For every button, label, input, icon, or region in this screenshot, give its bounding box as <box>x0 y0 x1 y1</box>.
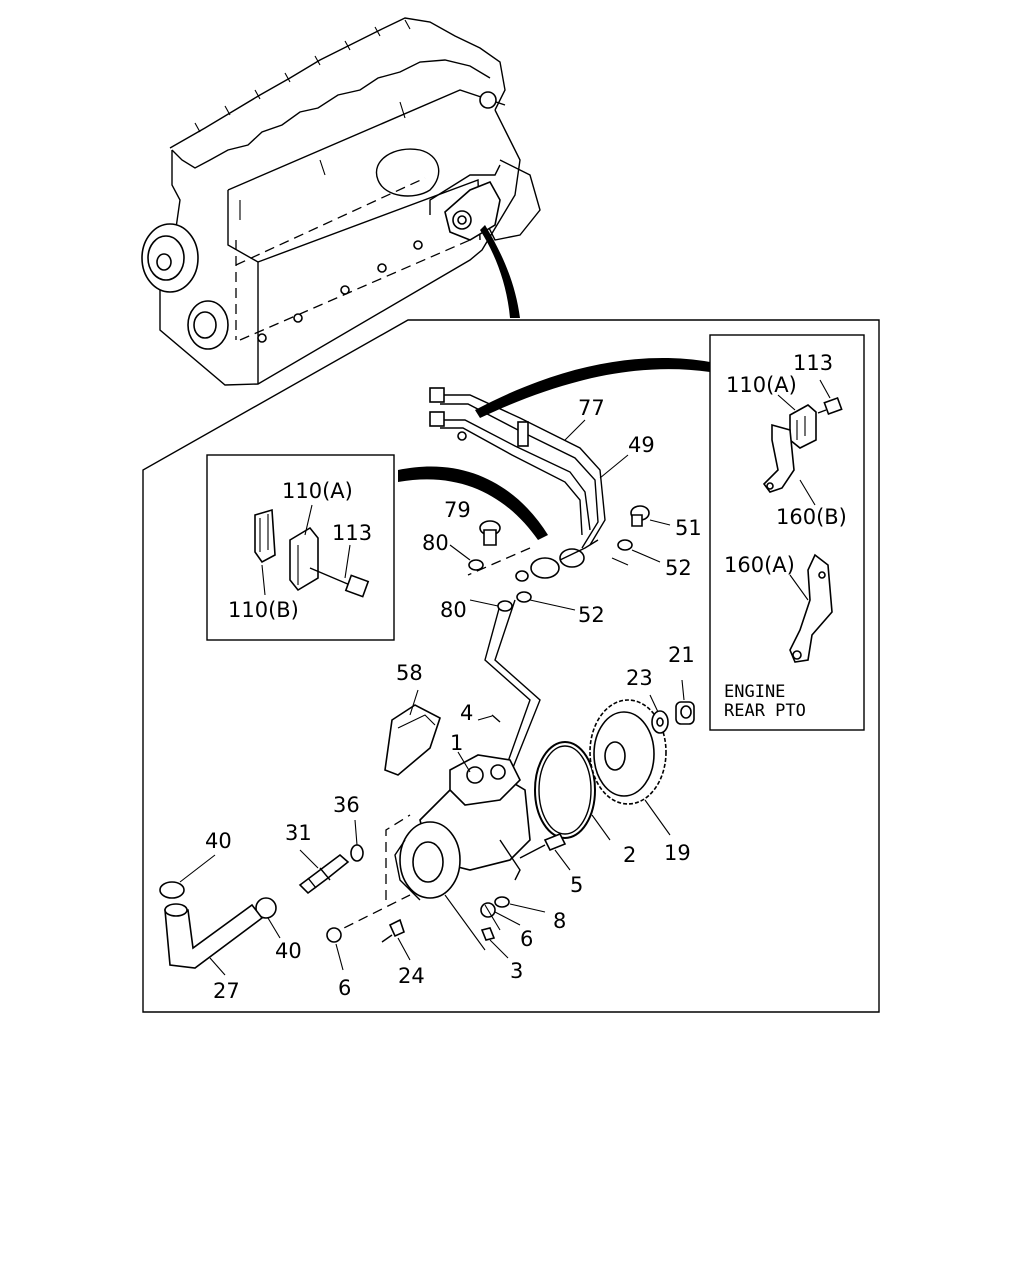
pump-assembly <box>159 679 695 976</box>
engine-overview <box>141 17 541 386</box>
callout-4: 4 <box>460 701 473 725</box>
inset-brackets <box>206 454 395 641</box>
o-ring <box>534 741 596 839</box>
callout-36: 36 <box>333 793 360 817</box>
callout-23: 23 <box>626 666 653 690</box>
callout-113-right: 113 <box>793 351 833 375</box>
callout-2: 2 <box>623 843 636 867</box>
callout-51: 51 <box>675 516 702 540</box>
callout-6-right: 6 <box>520 927 533 951</box>
callout-5: 5 <box>570 873 583 897</box>
callout-27: 27 <box>213 979 240 1003</box>
callout-58: 58 <box>396 661 423 685</box>
callout-80-upper: 80 <box>422 531 449 555</box>
note-engine: ENGINE <box>724 682 785 702</box>
callout-160a: 160(A) <box>724 553 795 577</box>
callout-77: 77 <box>578 396 605 420</box>
arrow-to-brackets <box>398 466 548 540</box>
detail-frame <box>142 319 880 1013</box>
callout-40-upper: 40 <box>205 829 232 853</box>
callout-110a-right: 110(A) <box>726 373 797 397</box>
callout-52-lower: 52 <box>578 603 605 627</box>
callout-24: 24 <box>398 964 425 988</box>
callout-19: 19 <box>664 841 691 865</box>
callout-labels: 113 110(A) 160(B) 160(A) 77 49 51 52 52 … <box>205 351 847 1003</box>
callout-113-left: 113 <box>332 521 372 545</box>
callout-1: 1 <box>450 731 463 755</box>
callout-21: 21 <box>668 643 695 667</box>
small-parts-upper <box>449 505 671 612</box>
inset-engine-rear-pto <box>709 334 865 731</box>
note-rear-pto: REAR PTO <box>724 701 806 721</box>
callout-110a-left: 110(A) <box>282 479 353 503</box>
callout-40-lower: 40 <box>275 939 302 963</box>
callout-52-upper: 52 <box>665 556 692 580</box>
callout-6-left: 6 <box>338 976 351 1000</box>
callout-31: 31 <box>285 821 312 845</box>
arrow-to-rear-pto <box>475 358 710 418</box>
injection-pipes <box>429 387 629 771</box>
callout-79: 79 <box>444 498 471 522</box>
callout-49: 49 <box>628 433 655 457</box>
callout-8: 8 <box>553 909 566 933</box>
callout-110b: 110(B) <box>228 598 299 622</box>
callout-3: 3 <box>510 959 523 983</box>
callout-160b: 160(B) <box>776 505 847 529</box>
callout-80-lower: 80 <box>440 598 467 622</box>
